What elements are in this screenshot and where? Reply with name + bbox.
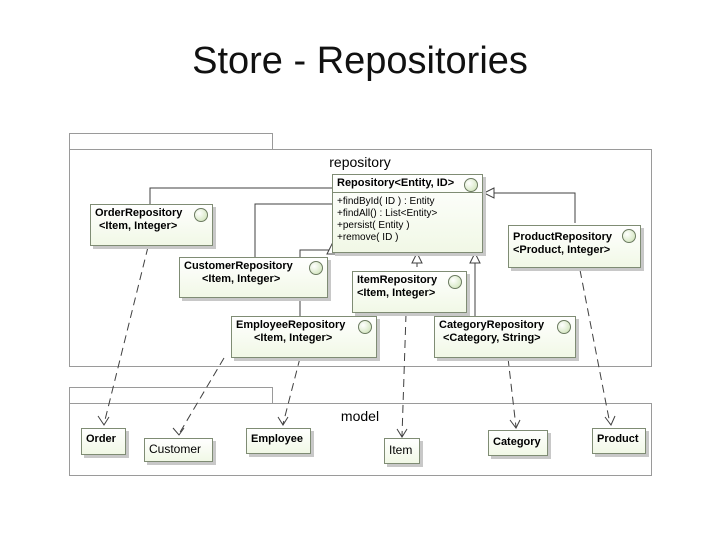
employee-repository-params: <Item, Integer> — [254, 332, 333, 344]
class-stereotype-icon — [622, 229, 636, 243]
dependency-arrowhead-item — [396, 428, 408, 438]
dependency-item — [401, 313, 407, 437]
category-repository-params: <Category, String> — [443, 332, 541, 344]
repository-package-name: repository — [329, 154, 391, 170]
customer-class-name: Customer — [149, 442, 202, 456]
employee-repository-name: EmployeeRepository — [236, 319, 346, 331]
item-class[interactable]: Item — [384, 438, 420, 464]
order-repository-params: <Item, Integer> — [99, 220, 178, 232]
generalization-arrowhead-item — [411, 251, 423, 264]
repository-package-tab — [69, 133, 273, 150]
product-repository-params: <Product, Integer> — [513, 244, 611, 256]
operation-remove: +remove( ID ) — [337, 232, 399, 243]
dependency-product — [579, 269, 611, 425]
dependency-arrowhead-category — [509, 419, 521, 429]
item-class-name: Item — [389, 443, 413, 457]
category-class-name: Category — [493, 436, 541, 448]
customer-class[interactable]: Customer — [144, 438, 213, 462]
dependency-arrowhead-customer — [172, 427, 185, 436]
class-stereotype-icon — [194, 208, 208, 222]
model-package-tab — [69, 387, 273, 404]
operation-find-by-id: +findById( ID ) : Entity — [337, 196, 435, 207]
class-stereotype-icon — [309, 261, 323, 275]
repository-class[interactable]: Repository<Entity, ID> +findById( ID ) :… — [332, 174, 483, 253]
category-repository-class[interactable]: CategoryRepository <Category, String> — [434, 316, 576, 358]
employee-class-name: Employee — [251, 433, 303, 445]
repository-class-name: Repository<Entity, ID> — [337, 177, 455, 189]
item-repository-params: <Item, Integer> — [357, 287, 436, 299]
generalization-arrowhead-category — [469, 251, 481, 264]
class-stereotype-icon — [358, 320, 372, 334]
operation-persist: +persist( Entity ) — [337, 220, 410, 231]
product-class[interactable]: Product — [592, 428, 646, 454]
customer-repository-params: <Item, Integer> — [202, 273, 281, 285]
order-repository-name: OrderRepository — [95, 207, 183, 219]
dependency-arrowhead-employee — [277, 416, 289, 426]
generalization-customer — [254, 203, 332, 257]
slide-title: Store - Repositories — [192, 40, 528, 82]
category-repository-name: CategoryRepository — [439, 319, 545, 331]
operation-find-all: +findAll() : List<Entity> — [337, 208, 438, 219]
class-stereotype-icon — [557, 320, 571, 334]
customer-repository-name: CustomerRepository — [184, 260, 293, 272]
order-class[interactable]: Order — [81, 428, 126, 455]
class-stereotype-icon — [448, 275, 462, 289]
dependency-employee — [282, 357, 301, 425]
dependency-customer — [178, 357, 225, 435]
item-repository-name: ItemRepository — [357, 274, 438, 286]
dependency-category — [507, 357, 517, 428]
dependency-arrowhead-product — [604, 415, 616, 426]
category-class[interactable]: Category — [488, 430, 548, 456]
customer-repository-class[interactable]: CustomerRepository <Item, Integer> — [179, 257, 328, 298]
dependency-arrowhead-order — [97, 415, 110, 426]
model-package-name: model — [340, 408, 380, 424]
generalization-order — [149, 187, 332, 204]
repository-operations: +findById( ID ) : Entity +findAll() : Li… — [333, 192, 482, 247]
product-class-name: Product — [597, 433, 639, 445]
class-stereotype-icon — [464, 178, 478, 192]
product-repository-class[interactable]: ProductRepository <Product, Integer> — [508, 225, 641, 268]
item-repository-class[interactable]: ItemRepository <Item, Integer> — [352, 271, 467, 313]
dependency-order — [103, 246, 149, 425]
employee-repository-class[interactable]: EmployeeRepository <Item, Integer> — [231, 316, 377, 358]
employee-class[interactable]: Employee — [246, 428, 311, 454]
product-repository-name: ProductRepository — [513, 231, 613, 243]
generalization-product — [484, 192, 576, 223]
order-repository-class[interactable]: OrderRepository <Item, Integer> — [90, 204, 213, 246]
order-class-name: Order — [86, 433, 116, 445]
generalization-arrowhead-product — [482, 187, 495, 199]
